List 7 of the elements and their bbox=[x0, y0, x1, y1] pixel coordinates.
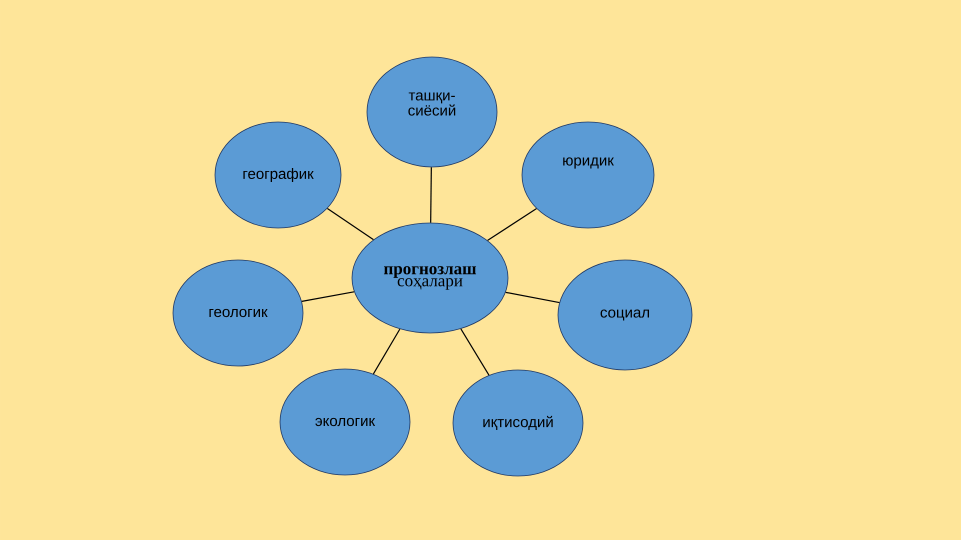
connector-line bbox=[430, 167, 432, 223]
connector-line bbox=[487, 208, 537, 241]
connector-line bbox=[327, 208, 374, 240]
connector-line bbox=[460, 328, 490, 376]
connector-line bbox=[302, 291, 354, 302]
connector-line bbox=[506, 292, 560, 304]
connector-line bbox=[372, 328, 400, 374]
